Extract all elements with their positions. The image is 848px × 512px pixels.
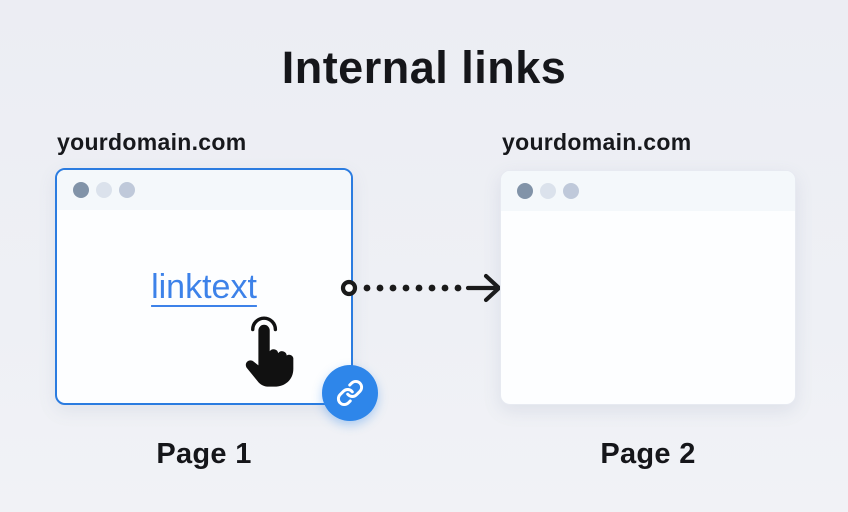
window-dot-icon: [563, 183, 579, 199]
browser-window-page1: linktext: [55, 168, 353, 405]
dotted-arrow-icon: [340, 273, 502, 303]
window-dot-icon: [73, 182, 89, 198]
page-title: Internal links: [281, 42, 567, 93]
chain-link-icon: [337, 380, 363, 406]
link-badge: [322, 365, 378, 421]
window-dot-icon: [119, 182, 135, 198]
browser-window-page2: [500, 170, 796, 405]
window-dot-icon: [96, 182, 112, 198]
internal-link-text[interactable]: linktext: [151, 268, 257, 306]
window-header-page2: [501, 171, 795, 211]
window-header-page1: [57, 170, 351, 210]
window-dot-icon: [517, 183, 533, 199]
domain-label-page1: yourdomain.com: [57, 129, 247, 155]
domain-label-page2: yourdomain.com: [502, 129, 692, 155]
tap-cursor-icon: [245, 316, 294, 387]
caption-page2: Page 2: [600, 438, 696, 470]
caption-page1: Page 1: [156, 438, 252, 470]
window-dot-icon: [540, 183, 556, 199]
